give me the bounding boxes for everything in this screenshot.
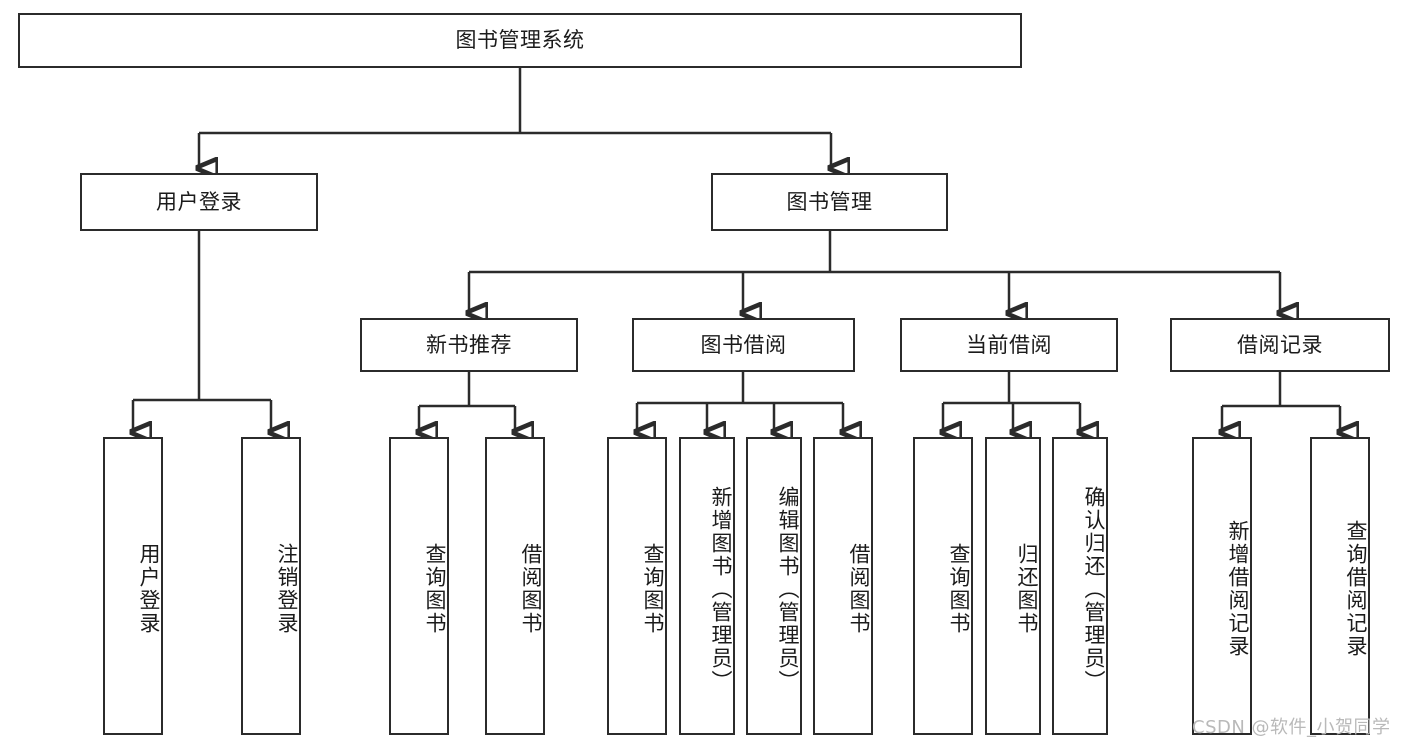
node-leaf-query-book-rec[interactable]: 查询图书 <box>389 437 449 735</box>
node-label: 借阅图书 <box>519 543 543 635</box>
node-user-login[interactable]: 用户登录 <box>80 173 318 231</box>
node-leaf-query-record[interactable]: 查询借阅记录 <box>1310 437 1370 735</box>
node-label: 查询图书 <box>423 543 447 635</box>
node-new-book-recommend[interactable]: 新书推荐 <box>360 318 578 372</box>
node-label: 编辑图书（管理员） <box>776 485 800 693</box>
watermark-text: CSDN @软件_小贺同学 <box>1192 717 1391 738</box>
node-label: 查询图书 <box>947 543 971 635</box>
node-label: 注销登录 <box>275 543 299 635</box>
node-leaf-borrow-book-rec[interactable]: 借阅图书 <box>485 437 545 735</box>
node-leaf-query-book-cur[interactable]: 查询图书 <box>913 437 973 735</box>
node-label: 用户登录 <box>137 543 161 635</box>
node-root-system[interactable]: 图书管理系统 <box>18 13 1022 68</box>
node-book-manage[interactable]: 图书管理 <box>711 173 948 231</box>
node-label: 确认归还（管理员） <box>1082 485 1106 693</box>
node-label: 新增图书（管理员） <box>709 485 733 693</box>
node-borrow-record[interactable]: 借阅记录 <box>1170 318 1390 372</box>
node-leaf-confirm-return[interactable]: 确认归还（管理员） <box>1052 437 1108 735</box>
node-leaf-add-book[interactable]: 新增图书（管理员） <box>679 437 735 735</box>
node-book-borrow[interactable]: 图书借阅 <box>632 318 855 372</box>
node-label: 查询图书 <box>641 543 665 635</box>
node-leaf-user-logout[interactable]: 注销登录 <box>241 437 301 735</box>
node-leaf-borrow-book[interactable]: 借阅图书 <box>813 437 873 735</box>
node-label: 查询借阅记录 <box>1344 520 1368 658</box>
node-leaf-query-book-borrow[interactable]: 查询图书 <box>607 437 667 735</box>
node-leaf-edit-book[interactable]: 编辑图书（管理员） <box>746 437 802 735</box>
node-label: 归还图书 <box>1015 543 1039 635</box>
node-label: 新增借阅记录 <box>1226 520 1250 658</box>
node-leaf-user-login[interactable]: 用户登录 <box>103 437 163 735</box>
node-leaf-add-record[interactable]: 新增借阅记录 <box>1192 437 1252 735</box>
node-leaf-return-book[interactable]: 归还图书 <box>985 437 1041 735</box>
node-label: 借阅图书 <box>847 543 871 635</box>
node-current-borrow[interactable]: 当前借阅 <box>900 318 1118 372</box>
